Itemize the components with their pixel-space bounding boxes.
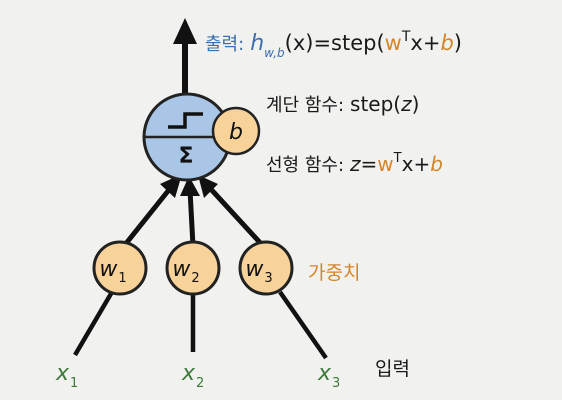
bias-node: b (211, 106, 261, 156)
input-x3: x3 (317, 361, 340, 391)
svg-text:w1: w1 (99, 257, 126, 286)
weight-arrows (122, 174, 266, 249)
output-label: 출력: (205, 34, 244, 55)
arrow-up-icon (173, 18, 197, 44)
step-function-icon (168, 112, 203, 129)
weight-sub: 1 (118, 271, 126, 286)
neuron: Σ (142, 92, 232, 182)
sum-symbol: Σ (178, 144, 193, 169)
svg-text:w2: w2 (172, 257, 199, 286)
input-x1: x1 (55, 361, 78, 391)
weights-label: 가중치 (308, 262, 360, 284)
input-x2: x2 (181, 361, 204, 391)
linear-function-formula: 선형 함수:z=wTx+b (266, 151, 443, 176)
input-lines (73, 290, 328, 360)
output-arrow (173, 18, 197, 96)
weight-name: w (172, 257, 191, 282)
svg-text:w3: w3 (245, 257, 272, 286)
linear-label: 선형 함수: (266, 155, 344, 176)
inputs-label: 입력 (375, 358, 410, 380)
weight-name: w (245, 257, 264, 282)
weight-node-2: w2 (165, 240, 221, 296)
weight-node-1: w1 (92, 240, 148, 296)
weight-sub: 2 (191, 271, 199, 286)
weight-node-3: w3 (238, 240, 294, 296)
output-formula: 출력:hw,b(x)=step(wTx+b) (205, 29, 462, 60)
step-function-formula: 계단 함수:step(z) (266, 92, 419, 116)
weight-name: w (99, 257, 118, 282)
weight-sub: 3 (264, 271, 272, 286)
bias-label: b (229, 120, 243, 145)
step-label: 계단 함수: (266, 95, 344, 116)
